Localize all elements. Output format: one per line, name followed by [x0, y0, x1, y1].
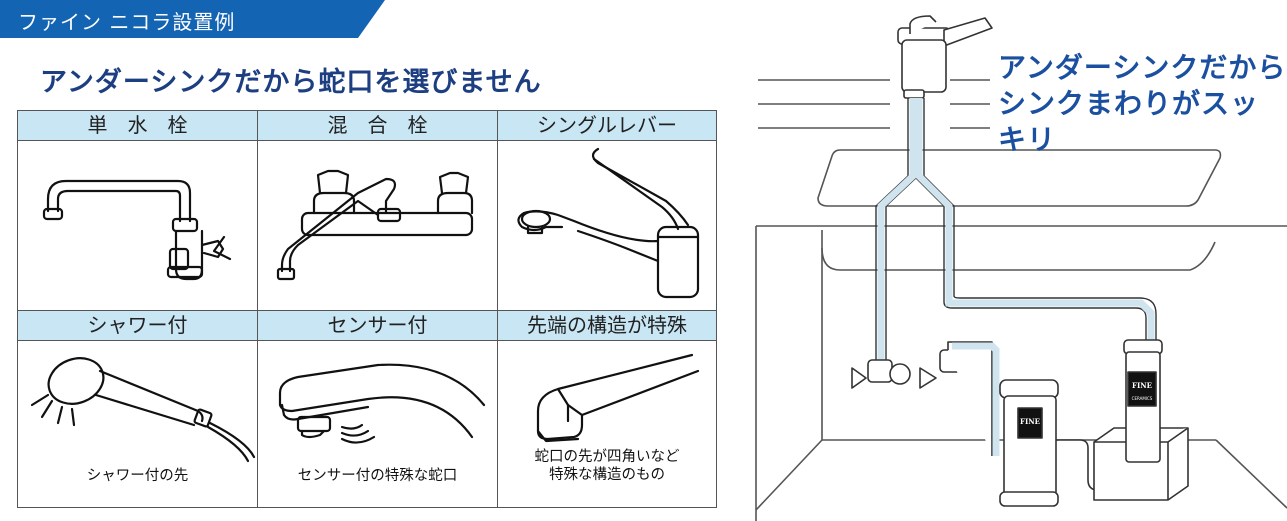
cartridge-left-label: FINE: [1020, 417, 1040, 426]
faucet-caption-line: 蛇口の先が四角いなど: [534, 449, 680, 465]
faucet-cell-shower: シャワー付 シャワー付の先: [18, 311, 258, 507]
faucet-label: シングルレバー: [498, 111, 716, 141]
banner-shape: [0, 0, 385, 38]
faucet-cell-special-tip: 先端の構造が特殊 蛇口の先が四角いなど 特殊な構造のもの: [498, 311, 716, 507]
faucet-label: 混 合 栓: [258, 111, 497, 141]
faucet-caption: シャワー付の先: [86, 468, 189, 484]
faucet-label: 単 水 栓: [18, 111, 257, 141]
faucet-cell-single-lever: シングルレバー: [498, 111, 716, 311]
faucet-grid: 単 水 栓 混 合 栓: [17, 110, 717, 508]
banner-title: ファイン ニコラ設置例: [18, 10, 236, 34]
right-title-line1: アンダーシンクだから: [998, 51, 1287, 84]
faucet-label: シャワー付: [18, 311, 257, 341]
single-faucet-icon: [42, 179, 232, 281]
faucet-cell-mixer: 混 合 栓: [258, 111, 498, 311]
right-title-line2: シンクまわりがスッキリ: [998, 87, 1260, 156]
faucet-cell-sensor: センサー付 センサー付の特殊な蛇口: [258, 311, 498, 507]
shower-faucet-icon: [30, 357, 256, 463]
section-banner: ファイン ニコラ設置例: [0, 0, 385, 38]
sensor-faucet-icon: [278, 363, 486, 444]
cartridge-right-sub: CERAMICS: [1132, 396, 1153, 401]
mixer-faucet-icon: [276, 169, 474, 281]
faucet-label: センサー付: [258, 311, 497, 341]
faucet-caption-line: 特殊な構造のもの: [549, 467, 665, 483]
special-tip-faucet-icon: [536, 353, 700, 443]
faucet-cell-single: 単 水 栓: [18, 111, 258, 311]
faucet-label: 先端の構造が特殊: [498, 311, 716, 341]
cartridge-right-label: FINE: [1132, 381, 1152, 390]
right-title: アンダーシンクだから シンクまわりがスッキリ: [998, 50, 1287, 158]
headline: アンダーシンクだから蛇口を選びません: [40, 67, 542, 98]
faucet-caption: センサー付の特殊な蛇口: [297, 468, 458, 484]
single-lever-faucet-icon: [517, 147, 700, 299]
installation-diagram: FINE FINE CERAMICS: [755, 15, 1287, 521]
